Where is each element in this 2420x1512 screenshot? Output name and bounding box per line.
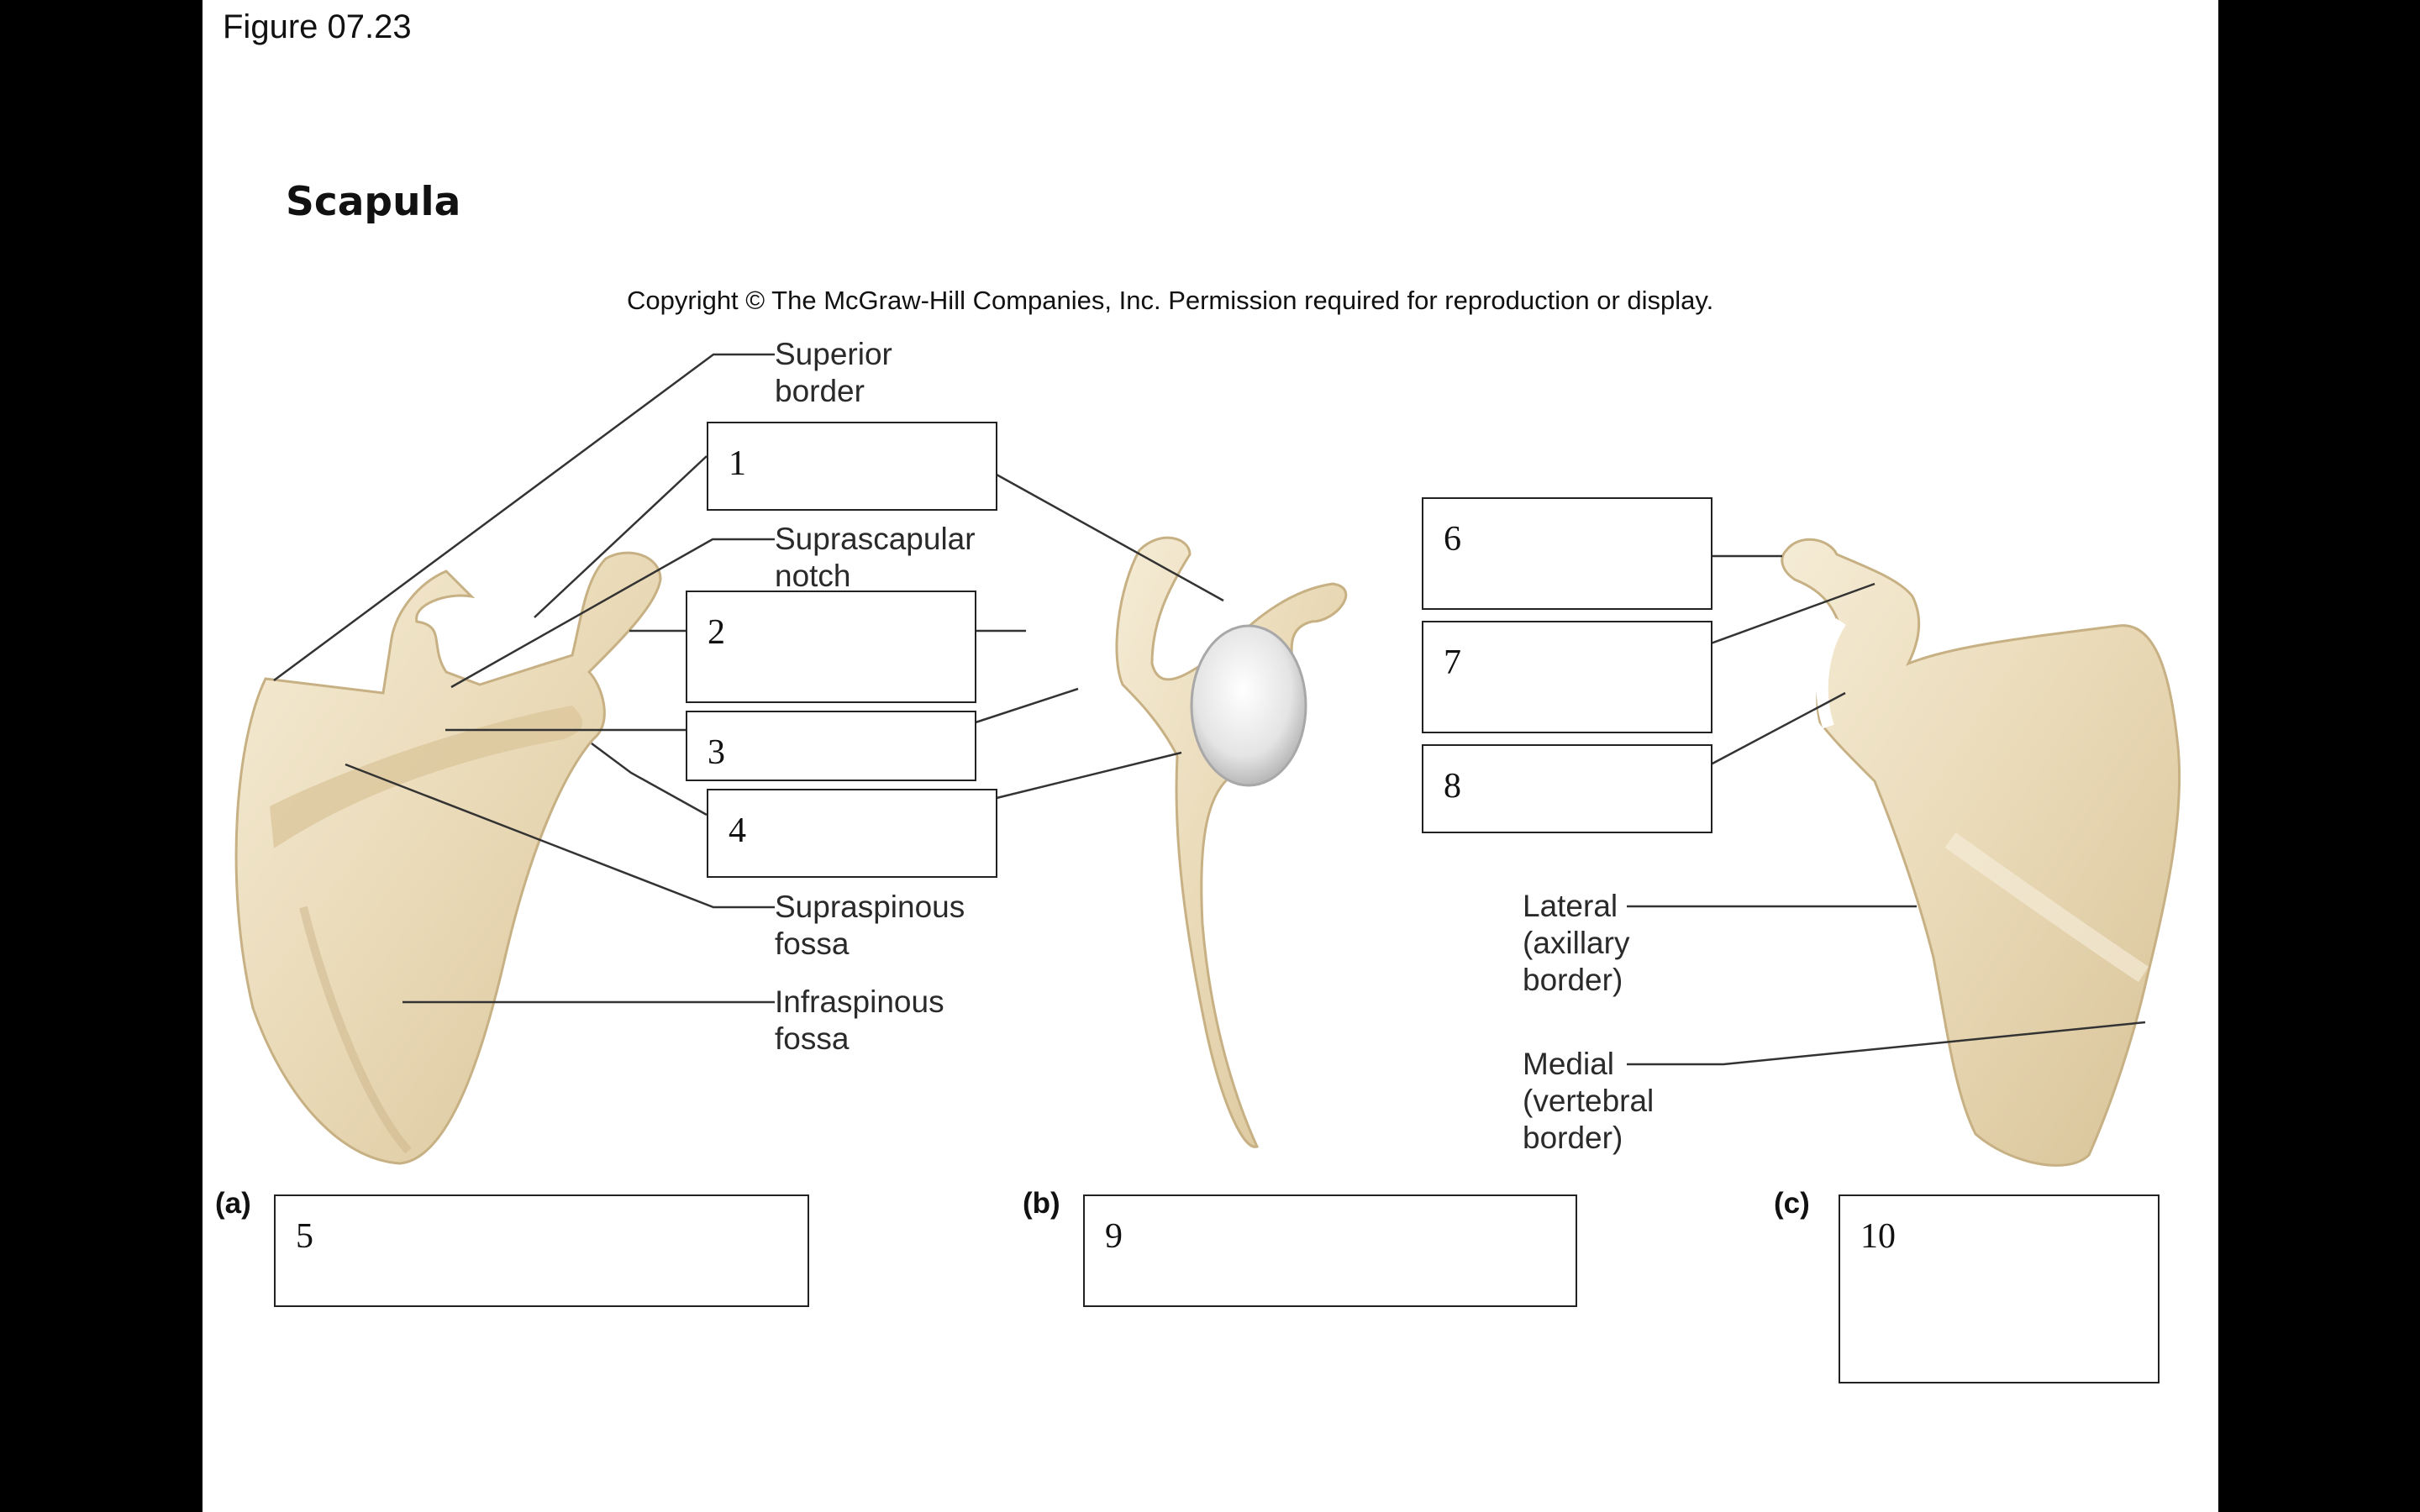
answer-box-2[interactable]: 2 bbox=[686, 591, 976, 703]
scapula-diagram bbox=[234, 353, 2181, 1167]
leader-box-4-lateral bbox=[996, 751, 1182, 800]
box-number: 9 bbox=[1105, 1217, 1123, 1256]
answer-box-1[interactable]: 1 bbox=[707, 422, 997, 511]
box-number: 10 bbox=[1860, 1217, 1896, 1256]
answer-box-9[interactable]: 9 bbox=[1083, 1194, 1577, 1307]
answer-box-5[interactable]: 5 bbox=[274, 1194, 809, 1307]
panel-label-c: (c) bbox=[1774, 1187, 1810, 1220]
scapula-anterior-view bbox=[1781, 538, 2181, 1167]
slide: Figure 07.23 Scapula Copyright © The McG… bbox=[203, 0, 2218, 1512]
label-lateral-border: Lateral (axillary border) bbox=[1523, 889, 1630, 997]
box-number: 6 bbox=[1444, 520, 1461, 559]
leader-box-1 bbox=[534, 455, 708, 618]
answer-box-10[interactable]: 10 bbox=[1839, 1194, 2160, 1383]
label-supraspinous-fossa: Supraspinous fossa bbox=[775, 890, 965, 961]
leader-suprascapular-notch bbox=[450, 538, 775, 689]
leader-medial-border bbox=[1627, 1021, 2146, 1066]
leader-supraspinous-fossa bbox=[345, 763, 775, 909]
box-number: 5 bbox=[296, 1217, 313, 1256]
answer-box-4[interactable]: 4 bbox=[707, 789, 997, 878]
leader-box-1-lateral bbox=[996, 473, 1224, 602]
label-superior-border: Superior border bbox=[775, 337, 892, 408]
copyright-notice: Copyright © The McGraw-Hill Companies, I… bbox=[627, 286, 1714, 315]
leader-superior-border bbox=[273, 353, 775, 682]
leader-box-8 bbox=[1710, 691, 1846, 766]
leader-box-3-lateral bbox=[975, 687, 1079, 724]
scapula-lateral-view bbox=[1115, 536, 1348, 1148]
label-suprascapular-notch: Suprascapular notch bbox=[775, 522, 976, 593]
label-infraspinous-fossa: Infraspinous fossa bbox=[775, 984, 944, 1056]
answer-box-6[interactable]: 6 bbox=[1422, 497, 1712, 610]
leader-box-4 bbox=[591, 742, 708, 816]
box-number: 4 bbox=[729, 811, 746, 850]
slide-title: Scapula bbox=[286, 179, 461, 225]
panel-label-b: (b) bbox=[1023, 1187, 1060, 1220]
box-number: 7 bbox=[1444, 643, 1461, 682]
panel-label-a: (a) bbox=[215, 1187, 251, 1220]
figure-number: Figure 07.23 bbox=[223, 8, 412, 45]
scapula-posterior-view bbox=[234, 551, 662, 1165]
box-number: 2 bbox=[708, 613, 725, 652]
box-number: 8 bbox=[1444, 767, 1461, 806]
leader-box-7 bbox=[1710, 582, 1876, 645]
box-number: 3 bbox=[708, 733, 725, 772]
answer-box-7[interactable]: 7 bbox=[1422, 621, 1712, 733]
label-medial-border: Medial (vertebral border) bbox=[1523, 1047, 1655, 1155]
answer-box-3[interactable]: 3 bbox=[686, 711, 976, 781]
box-number: 1 bbox=[729, 444, 746, 483]
answer-box-8[interactable]: 8 bbox=[1422, 744, 1712, 833]
leader-lines bbox=[273, 353, 2146, 1066]
